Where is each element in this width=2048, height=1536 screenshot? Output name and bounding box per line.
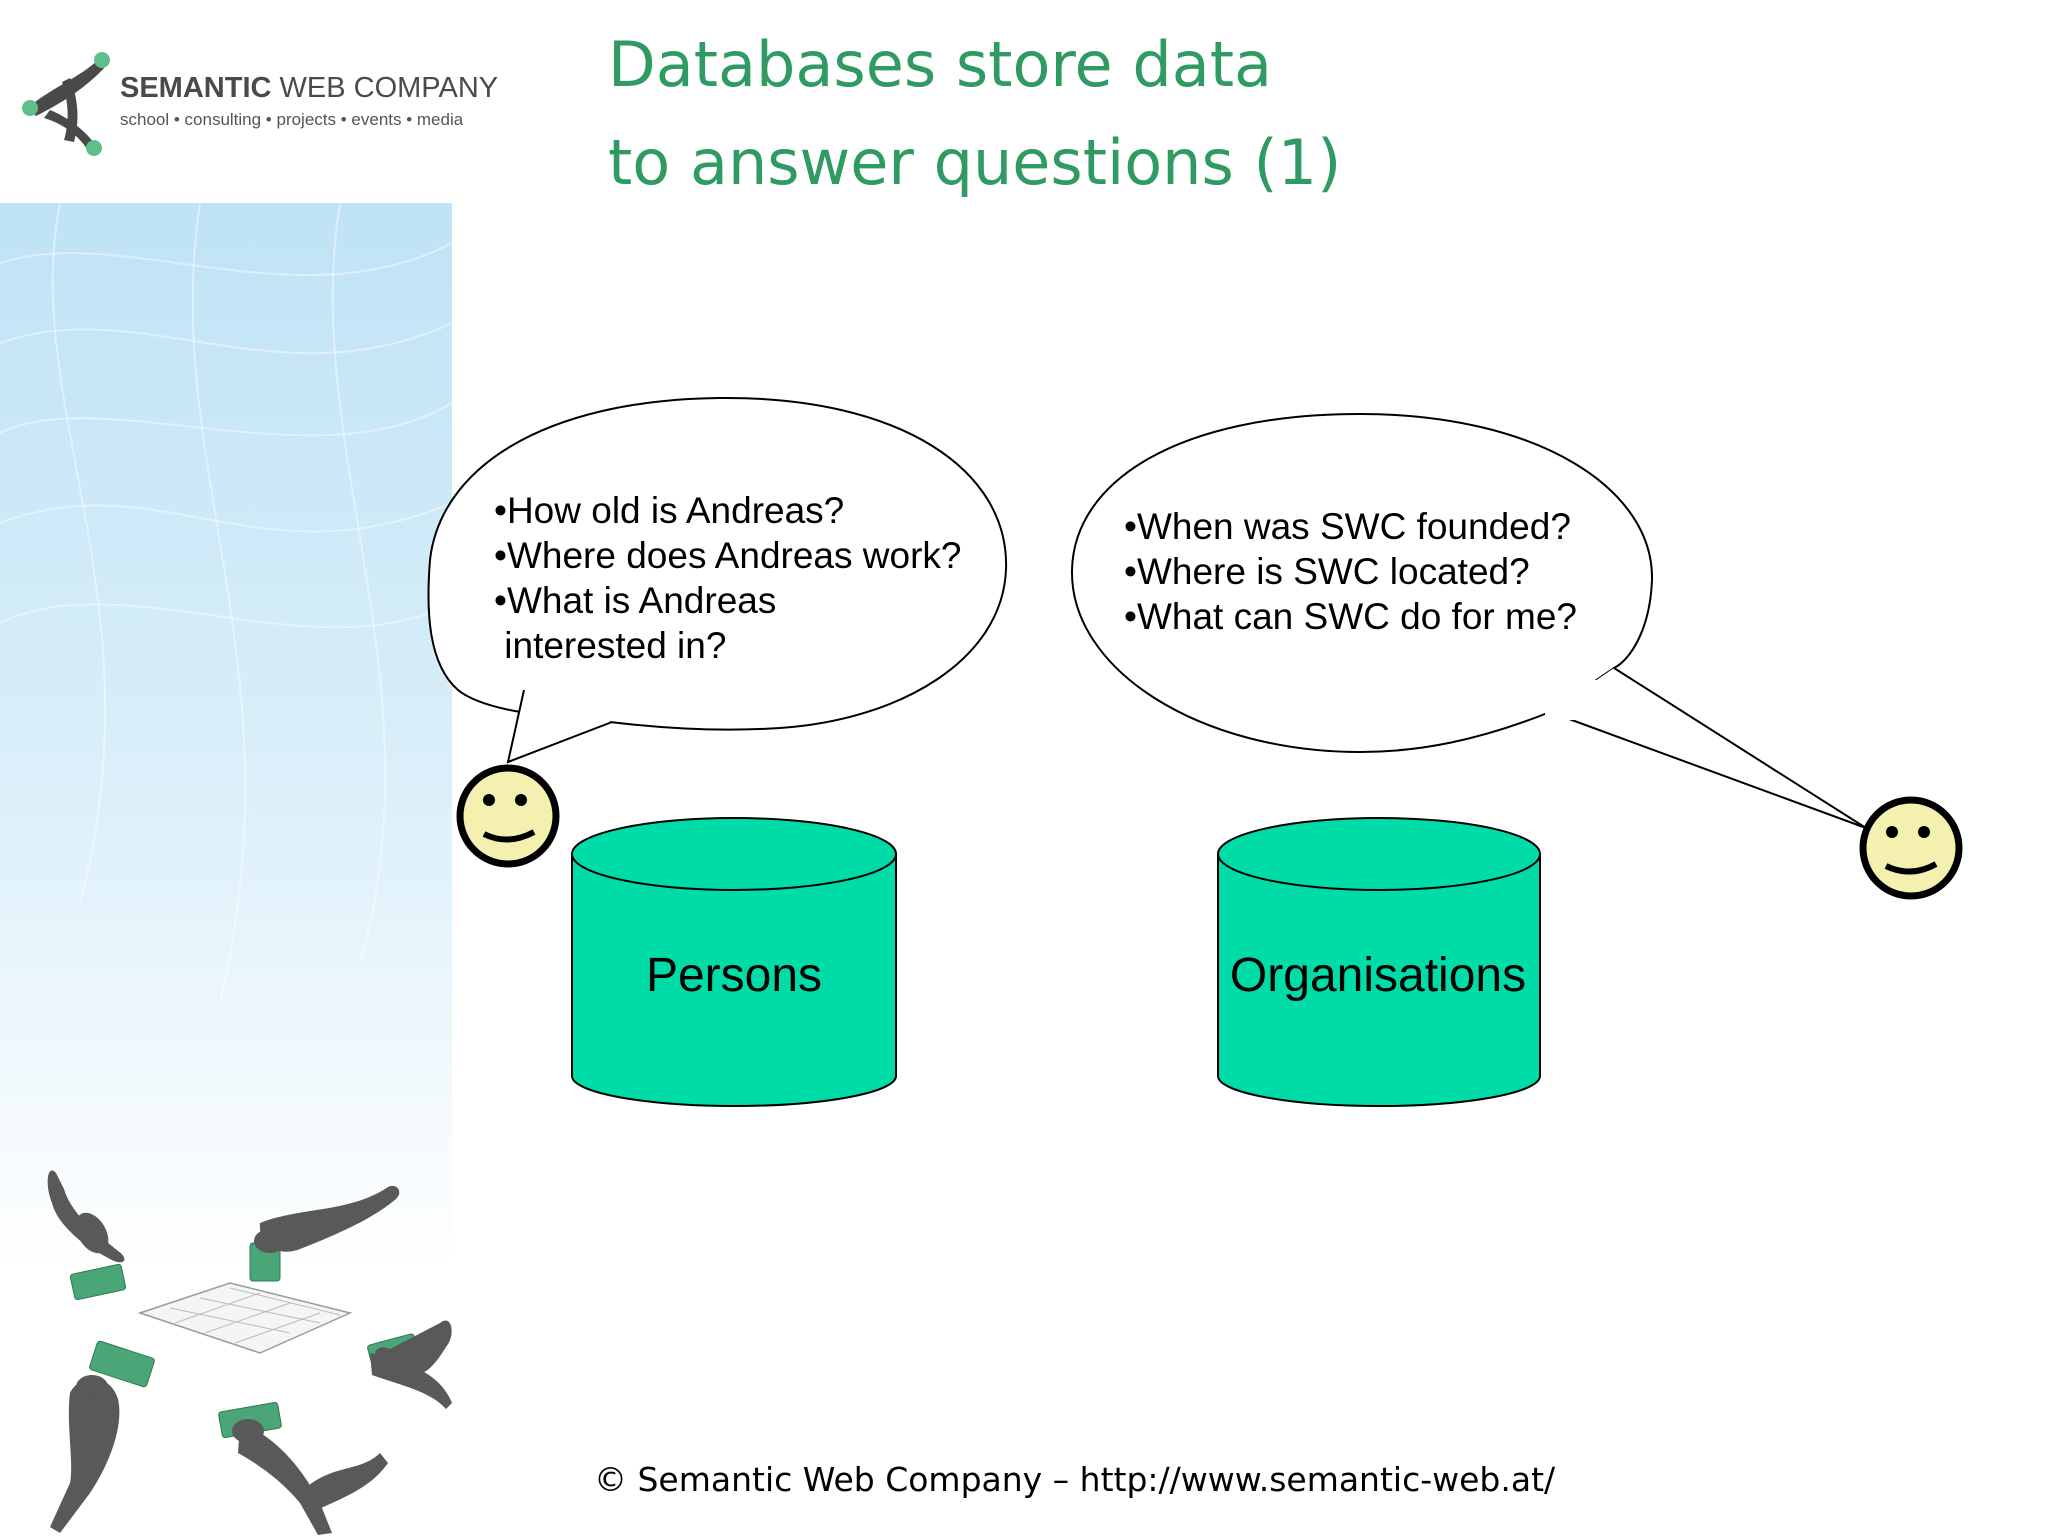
slide-title-line-2: to answer questions (1) bbox=[608, 126, 1342, 199]
slide-title-line-1: Databases store data bbox=[608, 28, 1273, 101]
wave-pattern bbox=[0, 203, 452, 1004]
database-organisations-cylinder bbox=[1217, 817, 1541, 1107]
database-persons-cylinder bbox=[571, 817, 897, 1107]
company-logo: SEMANTIC WEB COMPANY school • consulting… bbox=[20, 40, 498, 170]
bubble-right-line: •Where is SWC located? bbox=[1124, 551, 1530, 592]
skydivers-puzzle-illustration bbox=[47, 1170, 452, 1535]
bubble-left-line: •What is Andreas bbox=[494, 580, 777, 621]
logo-name-rest: WEB COMPANY bbox=[271, 72, 499, 104]
puzzle-board bbox=[137, 1282, 353, 1354]
bubble-left-line: •Where does Andreas work? bbox=[494, 535, 962, 576]
logo-mark-icon bbox=[22, 52, 110, 156]
database-organisations-label: Organisations bbox=[1229, 949, 1527, 1002]
speech-bubble-left bbox=[427, 396, 1008, 731]
speech-bubble-right bbox=[1070, 412, 1654, 754]
bubble-right-questions: •When was SWC founded? •Where is SWC loc… bbox=[1124, 504, 1577, 639]
bubble-left-line: •How old is Andreas? bbox=[494, 490, 845, 531]
speech-bubble-left-tail bbox=[506, 689, 613, 764]
logo-name-bold: SEMANTIC bbox=[120, 72, 272, 104]
bubble-right-line: •What can SWC do for me? bbox=[1124, 596, 1577, 637]
skydiver-silhouettes bbox=[47, 1170, 452, 1535]
bubble-left-questions: •How old is Andreas? •Where does Andreas… bbox=[494, 488, 961, 668]
logo-name: SEMANTIC WEB COMPANY bbox=[120, 72, 498, 105]
side-background-panel bbox=[0, 203, 452, 1536]
smiley-face-icon bbox=[1859, 796, 1963, 900]
smiley-face-icon bbox=[456, 764, 560, 868]
bubble-left-line: interested in? bbox=[494, 625, 727, 666]
footer-copyright: © Semantic Web Company – http://www.sema… bbox=[594, 1460, 1556, 1499]
bubble-right-line: •When was SWC founded? bbox=[1124, 506, 1571, 547]
logo-tagline: school • consulting • projects • events … bbox=[120, 110, 464, 129]
database-persons-label: Persons bbox=[645, 949, 823, 1002]
